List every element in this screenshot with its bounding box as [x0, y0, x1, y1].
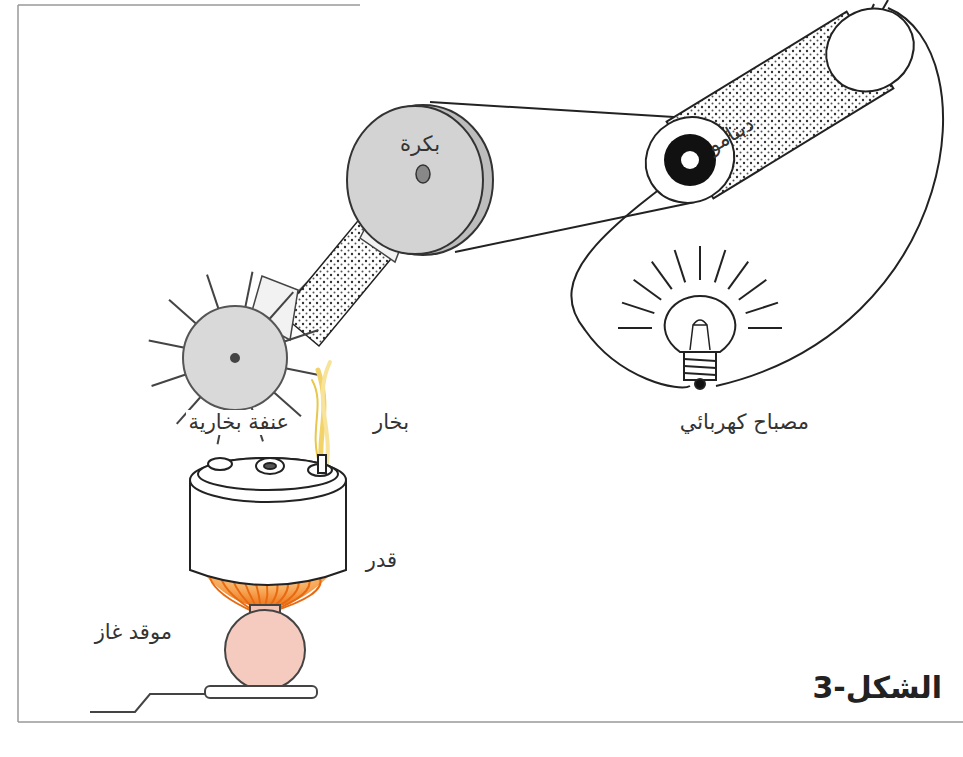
pot [190, 455, 346, 585]
light-ray [739, 280, 767, 300]
light-ray [622, 303, 654, 314]
frame [18, 5, 963, 722]
dynamo: دينامو [689, 23, 891, 177]
gas-stove [90, 605, 317, 712]
electric-lamp [618, 246, 782, 389]
light-ray [675, 250, 686, 282]
part-label: عنفة بخارية [186, 410, 292, 435]
part-label: دينامو [703, 112, 759, 159]
light-ray [618, 327, 652, 329]
light-ray [715, 250, 726, 282]
steam [312, 362, 330, 468]
light-ray [699, 246, 701, 280]
part-label: موقد غاز [92, 620, 175, 645]
pulley-wheel [345, 102, 495, 257]
pulley: بكرة [345, 102, 495, 257]
light-ray [634, 280, 662, 300]
light-ray [748, 327, 782, 329]
figure-caption: الشكل-3 [809, 670, 945, 706]
part-label: بكرة [400, 132, 440, 157]
light-ray [728, 262, 748, 290]
part-label: بخار [370, 410, 412, 435]
light-ray [652, 262, 672, 290]
part-label: مصباح كهربائي [677, 410, 812, 435]
steam-turbine [149, 272, 321, 444]
dynamo [630, 0, 929, 219]
light-ray [746, 303, 778, 314]
part-label: قدر [363, 548, 400, 573]
